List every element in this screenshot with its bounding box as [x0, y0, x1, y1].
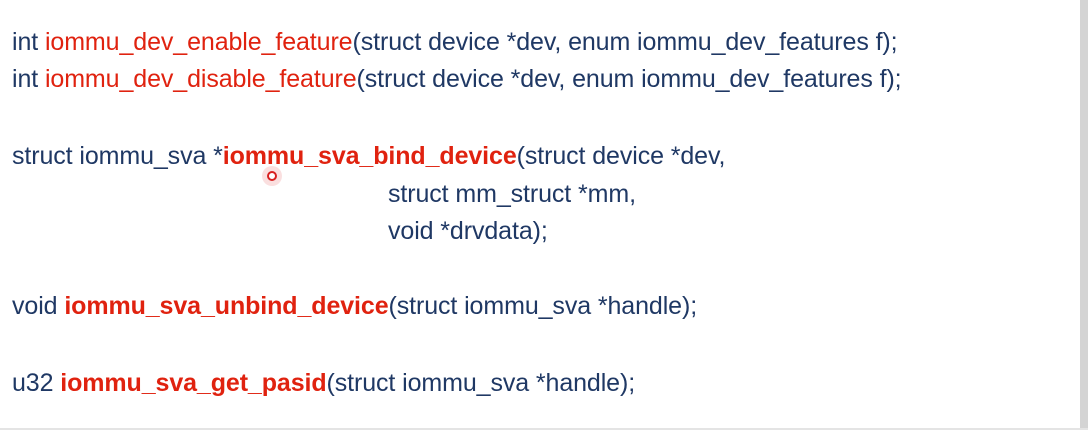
return-type: u32	[12, 369, 61, 397]
code-line-sva-unbind-device: void iommu_sva_unbind_device(struct iomm…	[12, 292, 697, 321]
cursor-dot-icon	[267, 171, 277, 181]
slide-bottom-edge	[0, 428, 1088, 430]
parameters: (struct iommu_sva *handle);	[326, 369, 636, 397]
return-type: int	[12, 65, 45, 93]
code-line-sva-bind-device: struct iommu_sva *iommu_sva_bind_device(…	[12, 142, 725, 171]
parameters: (struct device *dev,	[516, 142, 726, 170]
code-line-disable-feature: int iommu_dev_disable_feature(struct dev…	[12, 65, 902, 94]
return-type: int	[12, 28, 45, 56]
slide-edge	[1080, 0, 1088, 430]
function-name-sva-get-pasid: iommu_sva_get_pasid	[60, 369, 327, 397]
code-line-sva-get-pasid: u32 iommu_sva_get_pasid(struct iommu_sva…	[12, 369, 635, 398]
function-name-enable-feature: iommu_dev_enable_feature	[44, 28, 353, 56]
function-name-sva-bind-device: iommu_sva_bind_device	[222, 142, 517, 170]
return-type: void	[12, 292, 65, 320]
function-name-disable-feature: iommu_dev_disable_feature	[44, 65, 357, 93]
code-line-drvdata-param: void *drvdata);	[388, 217, 548, 246]
function-name-sva-unbind-device: iommu_sva_unbind_device	[64, 292, 389, 320]
parameters: (struct device *dev, enum iommu_dev_feat…	[356, 65, 902, 93]
parameter-mm: struct mm_struct *mm,	[388, 180, 636, 208]
code-line-enable-feature: int iommu_dev_enable_feature(struct devi…	[12, 28, 898, 57]
code-line-mm-param: struct mm_struct *mm,	[388, 180, 636, 209]
parameter-drvdata: void *drvdata);	[388, 217, 548, 245]
return-type: struct iommu_sva *	[12, 142, 223, 170]
parameters: (struct iommu_sva *handle);	[388, 292, 698, 320]
parameters: (struct device *dev, enum iommu_dev_feat…	[352, 28, 898, 56]
